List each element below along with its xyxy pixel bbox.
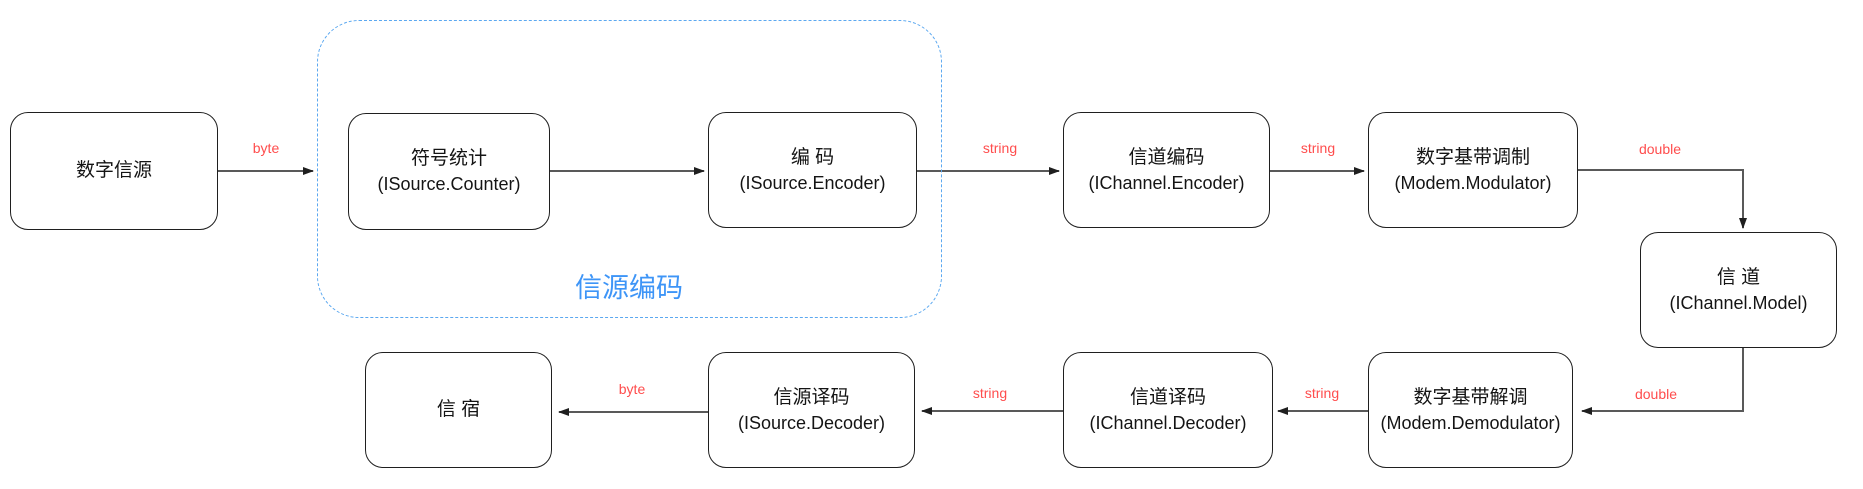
edge-label-double-channel-out: double bbox=[1634, 386, 1678, 402]
edge-label-byte-bottom: byte bbox=[618, 381, 646, 397]
edge-label-string-encoder-out: string bbox=[982, 140, 1018, 156]
node-title: 编 码 bbox=[790, 146, 835, 168]
node-channel-decoder: 信道译码 (IChannel.Decoder) bbox=[1063, 352, 1273, 468]
connector-modulator-to-channel bbox=[1578, 169, 1747, 229]
node-title: 符号统计 bbox=[410, 148, 487, 169]
node-subtitle: (ISource.Decoder) bbox=[737, 412, 886, 433]
edge-label-byte-top: byte bbox=[252, 140, 280, 156]
node-channel-model: 信 道 (IChannel.Model) bbox=[1640, 232, 1837, 348]
node-modulator: 数字基带调制 (Modem.Modulator) bbox=[1368, 112, 1578, 228]
node-subtitle: (Modem.Modulator) bbox=[1394, 172, 1552, 193]
node-demodulator: 数字基带解调 (Modem.Demodulator) bbox=[1368, 352, 1573, 468]
edge-label-string-channel-decoder-out: string bbox=[972, 385, 1008, 401]
source-coding-group-label: 信源编码 bbox=[575, 273, 683, 303]
node-subtitle: (ISource.Counter) bbox=[377, 174, 521, 194]
node-channel-encoder: 信道编码 (IChannel.Encoder) bbox=[1063, 112, 1270, 228]
node-title: 信 道 bbox=[1716, 266, 1761, 288]
node-subtitle: (ISource.Encoder) bbox=[739, 172, 886, 193]
node-title: 数字基带解调 bbox=[1413, 386, 1528, 408]
node-title: 数字信源 bbox=[75, 160, 152, 181]
node-subtitle: (IChannel.Model) bbox=[1669, 292, 1808, 313]
edge-label-string-channel-encoder-out: string bbox=[1300, 140, 1336, 156]
node-sink: 信 宿 bbox=[365, 352, 552, 468]
node-subtitle: (IChannel.Encoder) bbox=[1088, 172, 1245, 193]
node-title: 数字基带调制 bbox=[1415, 146, 1530, 168]
node-subtitle: (Modem.Demodulator) bbox=[1380, 412, 1561, 433]
node-title: 信 宿 bbox=[436, 399, 481, 420]
node-digital-source: 数字信源 bbox=[10, 112, 218, 230]
node-source-encoder: 编 码 (ISource.Encoder) bbox=[708, 112, 917, 228]
node-source-decoder: 信源译码 (ISource.Decoder) bbox=[708, 352, 915, 468]
node-subtitle: (IChannel.Decoder) bbox=[1089, 412, 1247, 433]
node-title: 信道译码 bbox=[1129, 386, 1206, 408]
edge-label-string-demodulator-out: string bbox=[1304, 385, 1340, 401]
node-title: 信源译码 bbox=[773, 386, 850, 408]
connector-channel-to-demodulator bbox=[1581, 348, 1744, 415]
edge-label-double-modulator-out: double bbox=[1638, 141, 1682, 157]
node-title: 信道编码 bbox=[1128, 146, 1205, 168]
source-coding-group-boundary bbox=[317, 20, 942, 318]
node-symbol-counter: 符号统计 (ISource.Counter) bbox=[348, 113, 550, 230]
